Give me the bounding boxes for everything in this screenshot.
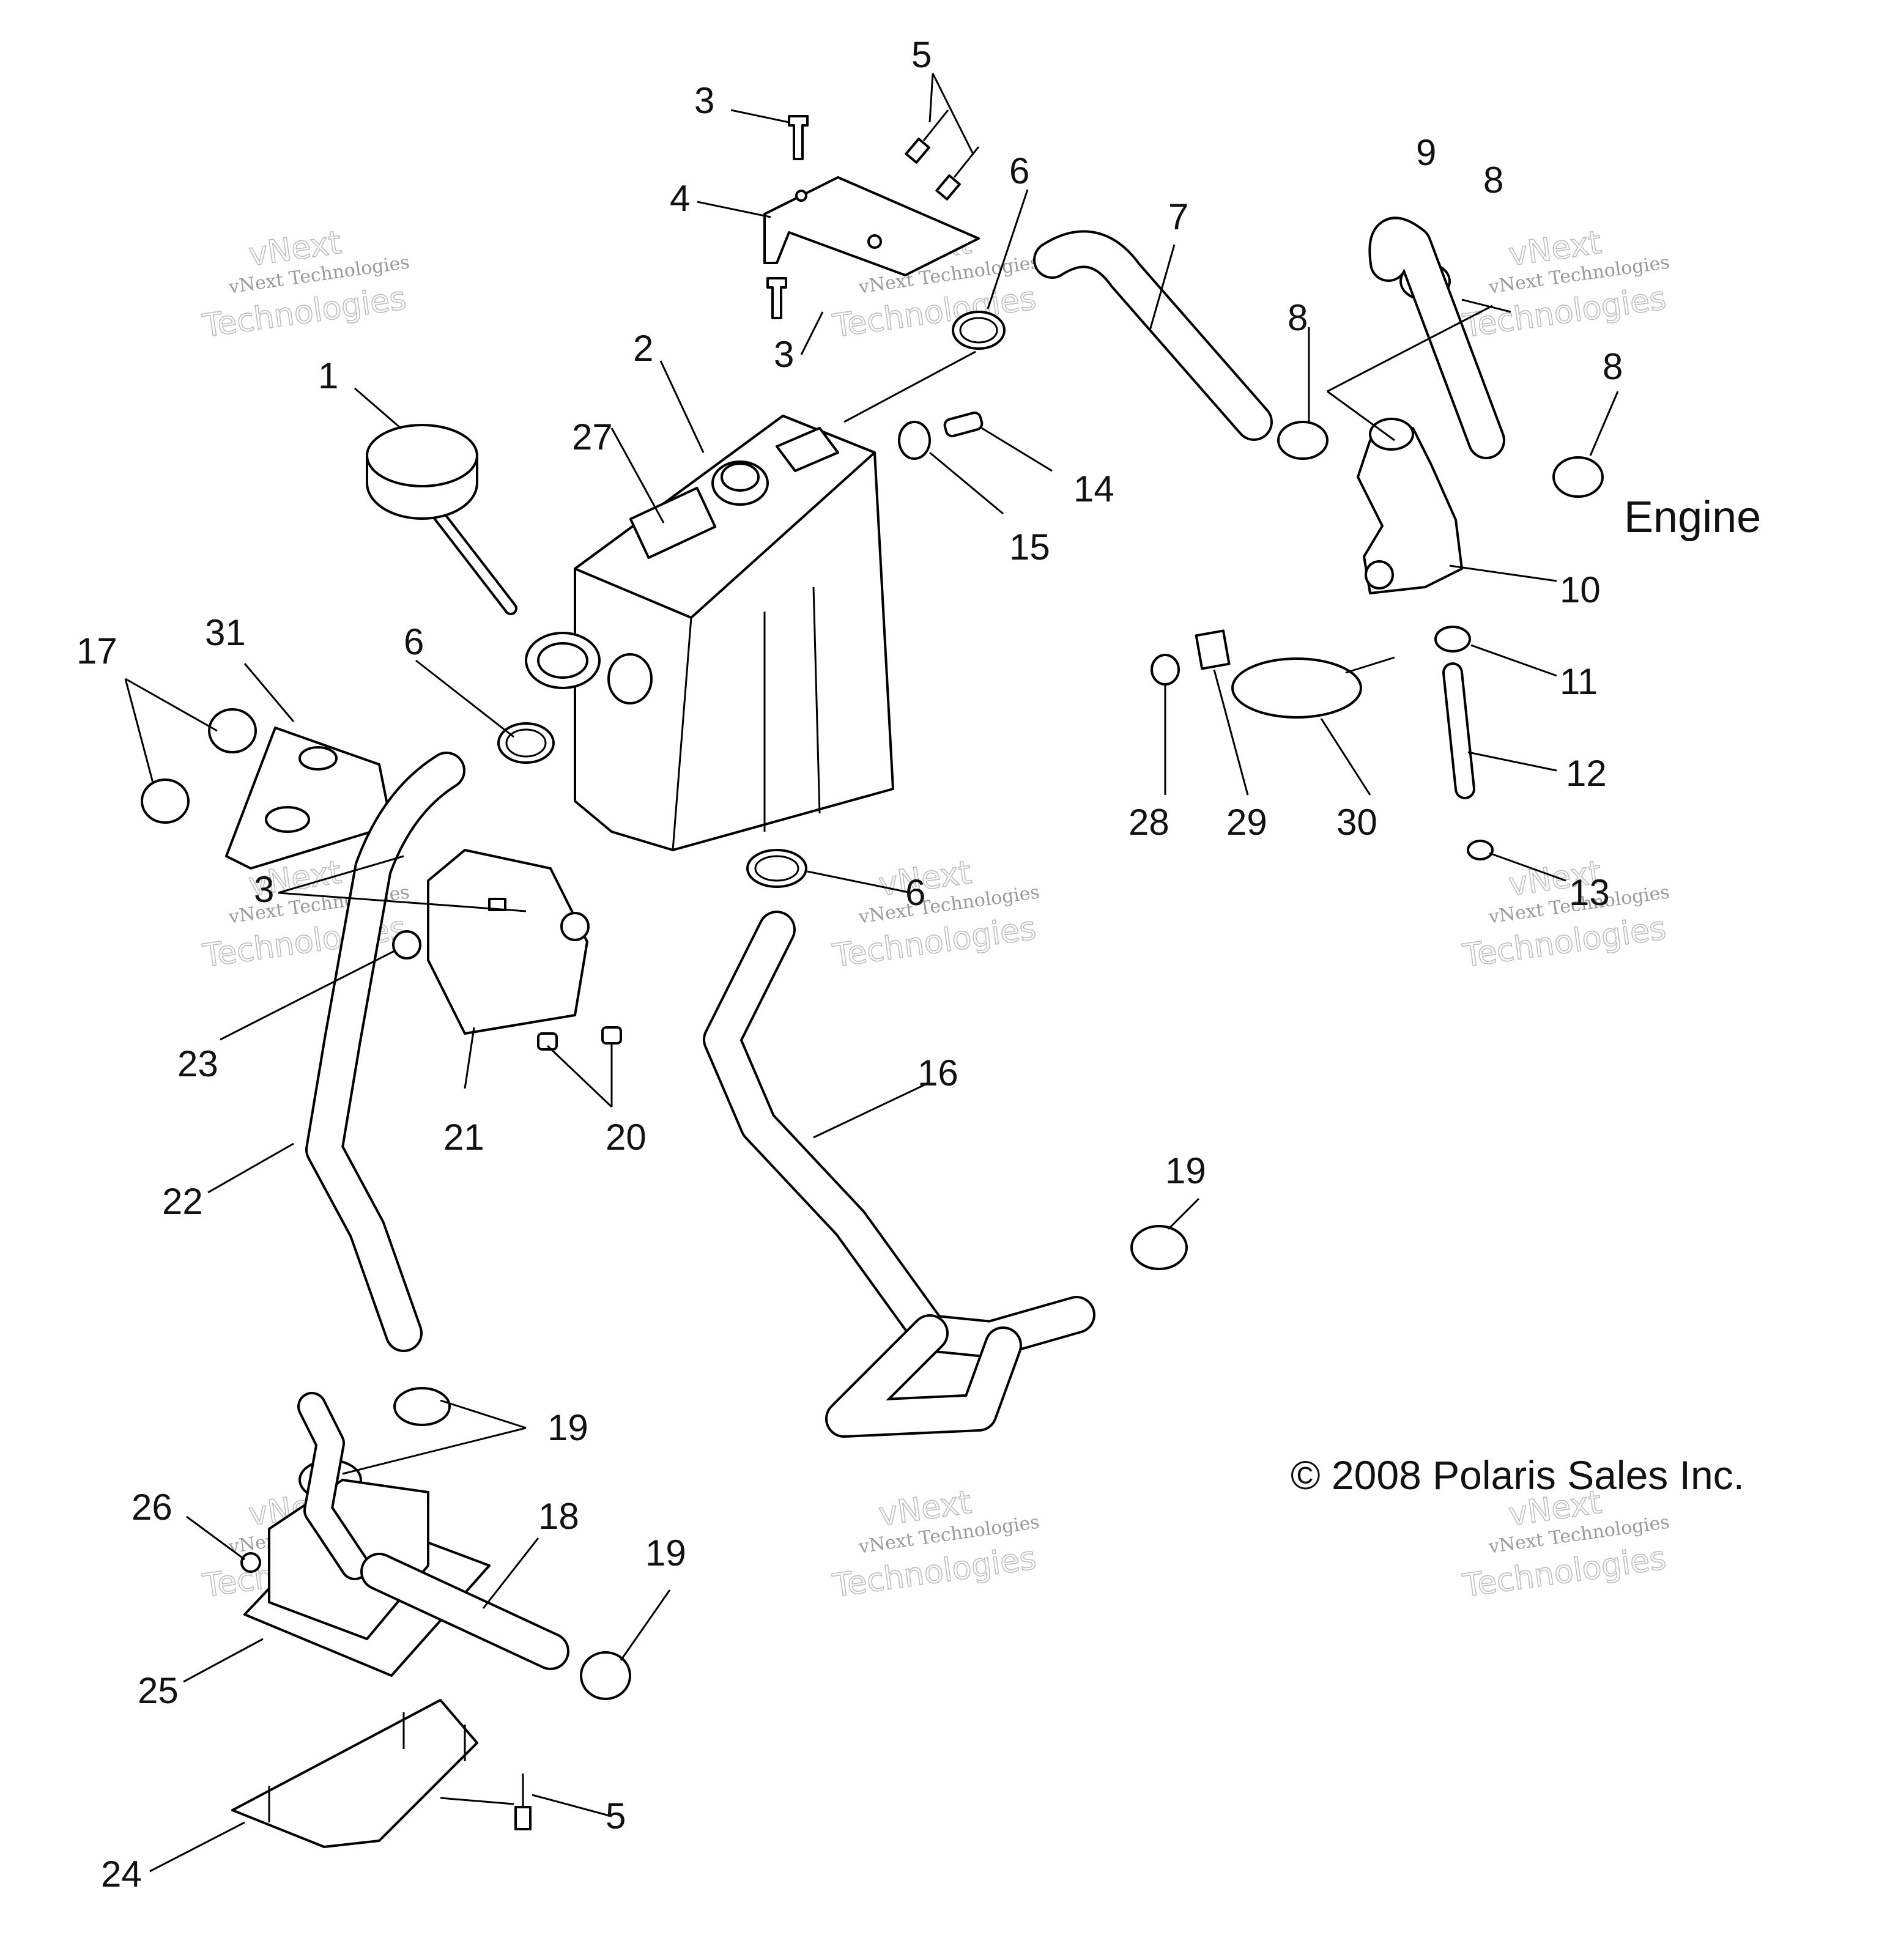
leader-lines	[124, 73, 1619, 1873]
callout-19: 19	[645, 1533, 686, 1574]
part-grommet	[392, 930, 421, 960]
engine-label: Engine	[1624, 493, 1761, 542]
part-hose-lower	[703, 911, 1095, 1438]
callout-7: 7	[1168, 196, 1188, 237]
part-nut	[1151, 654, 1180, 686]
part-hose-clamp	[497, 722, 555, 764]
part-rivet	[514, 1773, 532, 1830]
callout-2: 2	[633, 328, 653, 369]
part-grommet	[560, 912, 590, 941]
part-cap-dipstick	[366, 424, 517, 615]
callout-15: 15	[1009, 527, 1050, 568]
callout-8: 8	[1483, 160, 1503, 201]
part-top-bracket	[763, 176, 980, 276]
callout-3: 3	[254, 869, 274, 910]
callout-16: 16	[917, 1052, 958, 1093]
copyright-text: © 2008 Polaris Sales Inc.	[1291, 1452, 1744, 1498]
part-hose-clamp	[580, 1651, 631, 1700]
callout-25: 25	[138, 1670, 179, 1711]
part-hose-clamp	[746, 849, 807, 888]
callout-5: 5	[911, 34, 932, 75]
watermark: vNext vNext Technologies Technologies	[200, 224, 411, 346]
part-thermostat-housing	[1357, 418, 1463, 594]
part-hose-clamp	[1277, 421, 1329, 460]
part-clip	[1195, 629, 1231, 670]
part-rivet	[905, 109, 949, 164]
callout-18: 18	[538, 1496, 579, 1537]
callout-8: 8	[1288, 297, 1308, 338]
callout-11: 11	[1560, 661, 1598, 702]
part-hose-upper	[1033, 230, 1273, 441]
callout-9: 9	[1416, 132, 1436, 173]
callout-6: 6	[404, 621, 424, 662]
watermark: vNext vNext Technologies Technologies	[830, 854, 1041, 975]
part-hose-left	[305, 752, 465, 1352]
part-oil-hose	[360, 1553, 569, 1670]
callout-24: 24	[101, 1854, 142, 1895]
callout-6: 6	[1009, 150, 1029, 191]
callout-5: 5	[606, 1795, 626, 1836]
part-hose-clamp	[393, 1387, 451, 1426]
part-hose-clamp	[952, 311, 1006, 350]
callout-29: 29	[1226, 802, 1267, 843]
part-skid-plate	[231, 1699, 478, 1848]
callout-14: 14	[1073, 468, 1114, 509]
callout-8: 8	[1603, 346, 1623, 387]
part-hose-engine	[1368, 216, 1505, 459]
watermark: vNext vNext Technologies Technologies	[830, 1484, 1041, 1605]
callout-31: 31	[205, 612, 246, 653]
callout-19: 19	[1165, 1150, 1206, 1191]
callouts: 1 2 27 3 3 4 5 6 7 8 9 8 8 Engine 14 15 …	[76, 34, 1761, 1895]
callout-3: 3	[774, 334, 794, 375]
part-screw	[537, 1032, 558, 1051]
part-hose-clamp	[1130, 1225, 1188, 1270]
callout-20: 20	[606, 1117, 647, 1158]
callout-1: 1	[318, 355, 338, 396]
callout-17: 17	[76, 631, 117, 671]
callout-30: 30	[1336, 802, 1377, 843]
part-grommet	[898, 421, 931, 460]
part-cable-tie	[1231, 656, 1395, 719]
part-fitting	[943, 411, 984, 438]
part-filler-neck	[525, 632, 653, 704]
callout-21: 21	[443, 1117, 484, 1158]
part-coolant-tank	[574, 415, 894, 851]
part-small-hose	[1442, 662, 1475, 799]
part-screw	[601, 1026, 622, 1045]
watermark: vNext vNext Technologies Technologies	[1460, 854, 1671, 975]
part-oil-cooler	[243, 1392, 491, 1677]
part-rivet	[935, 146, 980, 201]
part-hose-clamp	[1552, 456, 1604, 498]
part-screw	[766, 277, 787, 319]
part-small-clamp	[1467, 840, 1494, 860]
callout-3: 3	[694, 80, 714, 121]
callout-4: 4	[670, 178, 690, 219]
part-screw	[788, 115, 809, 160]
callout-13: 13	[1569, 872, 1610, 913]
callout-23: 23	[177, 1043, 218, 1084]
part-nut	[240, 1552, 261, 1573]
callout-12: 12	[1566, 753, 1607, 794]
watermark: vNext vNext Technologies Technologies	[1460, 224, 1671, 346]
callout-27: 27	[572, 416, 613, 457]
callout-22: 22	[162, 1181, 203, 1222]
callout-6: 6	[905, 872, 925, 913]
callout-19: 19	[547, 1407, 588, 1448]
part-side-bracket	[225, 727, 393, 870]
callout-28: 28	[1129, 802, 1169, 843]
callout-10: 10	[1560, 569, 1601, 610]
part-cable-ties	[141, 708, 257, 824]
callout-26: 26	[132, 1487, 172, 1528]
part-small-clamp	[1434, 626, 1471, 653]
part-mount-bracket	[427, 849, 588, 1035]
